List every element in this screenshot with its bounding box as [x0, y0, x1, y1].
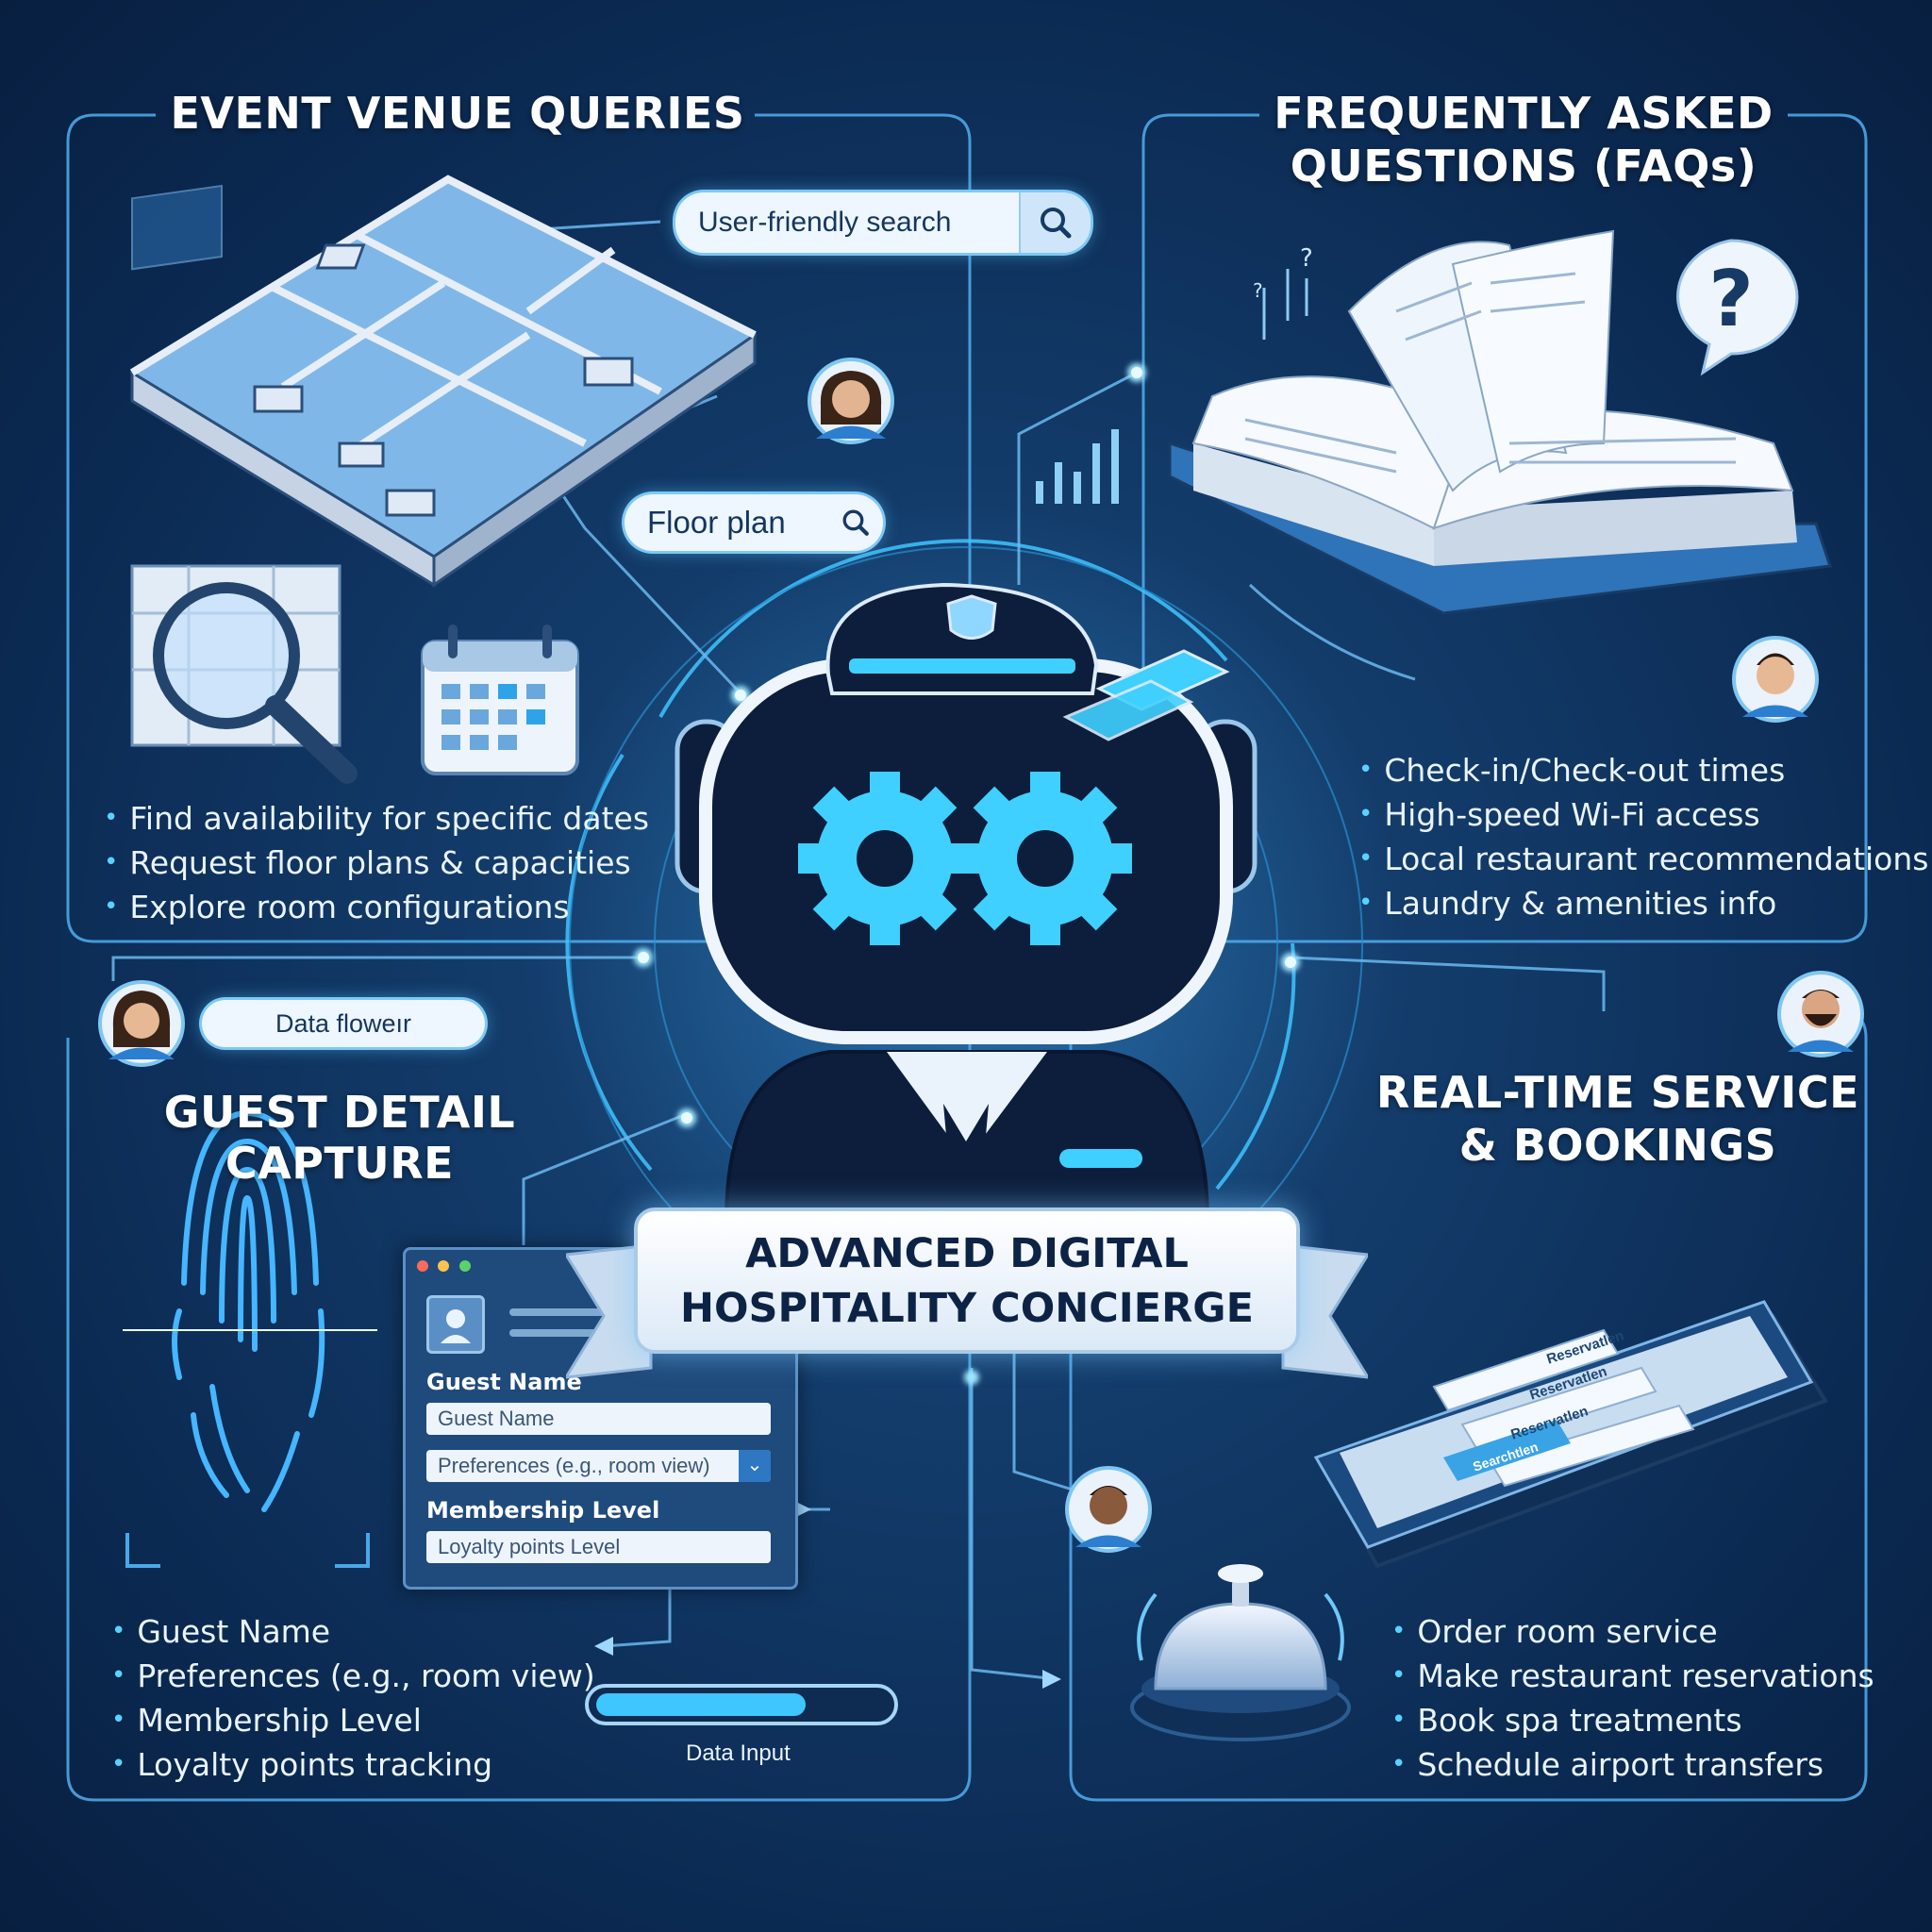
svg-text:?: ? — [1253, 279, 1263, 302]
panel-frame-guest — [66, 1038, 972, 1802]
panel-frame-faq — [1141, 113, 1868, 943]
data-flow-label: Data floweır — [275, 1008, 412, 1038]
search-placeholder: User-friendly search — [698, 207, 952, 238]
heading-realtime-line2: & BOOKINGS — [1458, 1120, 1777, 1171]
heading-guest-line2: CAPTURE — [225, 1138, 455, 1189]
list-item: •Request floor plans & capacities — [104, 844, 631, 881]
list-item: •Check-in/Check-out times — [1358, 752, 1786, 789]
tablet-illustration — [1313, 1300, 1828, 1569]
search-input[interactable]: User-friendly search — [675, 192, 1091, 253]
avatar-woman-top — [808, 358, 894, 444]
heading-event-venue: EVENT VENUE QUERIES — [170, 88, 745, 139]
realtime-bullets: •Order room service •Make restaurant res… — [1391, 1611, 1874, 1789]
data-flow-pill: Data floweır — [202, 1000, 485, 1047]
title-line2: HOSPITALITY CONCIERGE — [680, 1285, 1254, 1332]
list-item: •Loyalty points tracking — [111, 1746, 493, 1783]
guest-detail-bullets: •Guest Name •Preferences (e.g., room vie… — [111, 1611, 595, 1789]
maximize-dot[interactable] — [458, 1260, 471, 1272]
avatar-woman-guest — [98, 980, 185, 1067]
title-line1: ADVANCED DIGITAL — [745, 1230, 1189, 1277]
search-icon — [1041, 208, 1072, 239]
list-item: •Membership Level — [111, 1702, 422, 1739]
title-banner: ADVANCED DIGITAL HOSPITALITY CONCIERGE — [634, 1208, 1300, 1354]
question-bubble-icon: ? — [1676, 239, 1799, 376]
search-icon — [842, 509, 869, 536]
svg-text:?: ? — [1300, 244, 1313, 273]
loyalty-level-input[interactable]: Loyalty points Level — [426, 1531, 771, 1563]
guest-name-input[interactable]: Guest Name — [426, 1403, 771, 1435]
minimize-dot[interactable] — [438, 1260, 450, 1272]
list-item: •Order room service — [1391, 1613, 1718, 1650]
magnifier-map-icon — [130, 564, 358, 784]
chevron-down-icon[interactable]: ⌄ — [739, 1450, 771, 1482]
heading-realtime: REAL-TIME SERVICE & BOOKINGS — [1349, 1066, 1887, 1172]
close-dot[interactable] — [417, 1260, 428, 1272]
list-item: •Make restaurant reservations — [1391, 1657, 1874, 1694]
list-item: •Preferences (e.g., room view) — [111, 1657, 595, 1694]
fingerprint-scanner-icon — [123, 998, 377, 1568]
panel-frame-event — [66, 113, 972, 943]
list-item: •Guest Name — [111, 1613, 331, 1650]
list-item: •Find availability for specific dates — [104, 800, 650, 837]
preferences-select[interactable]: Preferences (e.g., room view) ⌄ — [426, 1450, 771, 1482]
heading-faq-line1: FREQUENTLY ASKED — [1274, 88, 1774, 139]
membership-level-label: Membership Level — [426, 1497, 660, 1524]
list-item: •Laundry & amenities info — [1358, 885, 1777, 922]
heading-faq: FREQUENTLY ASKED QUESTIONS (FAQs) — [1245, 87, 1802, 192]
robot-concierge — [675, 582, 1257, 1224]
user-icon — [426, 1295, 485, 1354]
floor-plan-label: Floor plan — [647, 505, 786, 540]
faq-bullets: •Check-in/Check-out times •High-speed Wi… — [1358, 750, 1928, 927]
guest-name-label: Guest Name — [426, 1369, 582, 1395]
event-venue-bullets: •Find availability for specific dates •R… — [104, 798, 649, 931]
avatar-man-beard — [1777, 971, 1864, 1058]
list-item: •Schedule airport transfers — [1391, 1746, 1824, 1783]
avatar-man-bottom — [1065, 1466, 1152, 1553]
heading-realtime-line1: REAL-TIME SERVICE — [1375, 1067, 1860, 1118]
list-item: •Book spa treatments — [1391, 1702, 1742, 1739]
service-bell-icon — [1130, 1564, 1351, 1741]
calendar-icon — [421, 625, 579, 775]
list-item: •High-speed Wi-Fi access — [1358, 796, 1760, 833]
avatar-man-faq — [1732, 636, 1819, 723]
progress-label: Data Input — [686, 1740, 791, 1766]
heading-guest-line1: GUEST DETAIL — [163, 1087, 516, 1138]
window-controls — [417, 1259, 471, 1276]
floor-plan-illustration — [129, 175, 758, 588]
heading-faq-line2: QUESTIONS (FAQs) — [1290, 141, 1757, 192]
floor-plan-search-button[interactable] — [828, 494, 883, 551]
heading-guest-detail: GUEST DETAIL CAPTURE — [132, 1087, 547, 1189]
preferences-value: Preferences (e.g., room view) — [438, 1454, 710, 1477]
search-button[interactable] — [1019, 192, 1091, 253]
open-book-illustration — [1168, 229, 1833, 615]
floor-plan-search[interactable]: Floor plan — [625, 494, 883, 551]
list-item: •Explore room configurations — [104, 889, 570, 925]
list-item: •Local restaurant recommendations — [1358, 841, 1929, 877]
progress-bar — [585, 1684, 898, 1725]
banner-ribbon — [566, 1243, 1368, 1379]
svg-text:?: ? — [1708, 255, 1754, 344]
